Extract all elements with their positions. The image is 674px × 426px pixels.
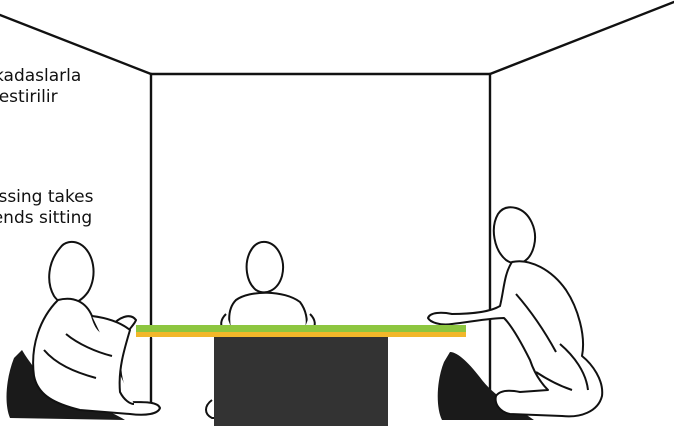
caption-turkish-line-2: lestirilir xyxy=(0,87,81,108)
caption-english: essing takes iends sitting xyxy=(0,187,94,229)
ceiling-line-right xyxy=(490,2,674,74)
table-top xyxy=(136,325,466,332)
low-table xyxy=(136,325,466,426)
caption-turkish: kadaslarla lestirilir xyxy=(0,66,81,108)
caption-turkish-line-1: kadaslarla xyxy=(0,66,81,87)
caption-english-line-2: iends sitting xyxy=(0,208,94,229)
table-base xyxy=(214,333,388,426)
caption-english-line-1: essing takes xyxy=(0,187,94,208)
